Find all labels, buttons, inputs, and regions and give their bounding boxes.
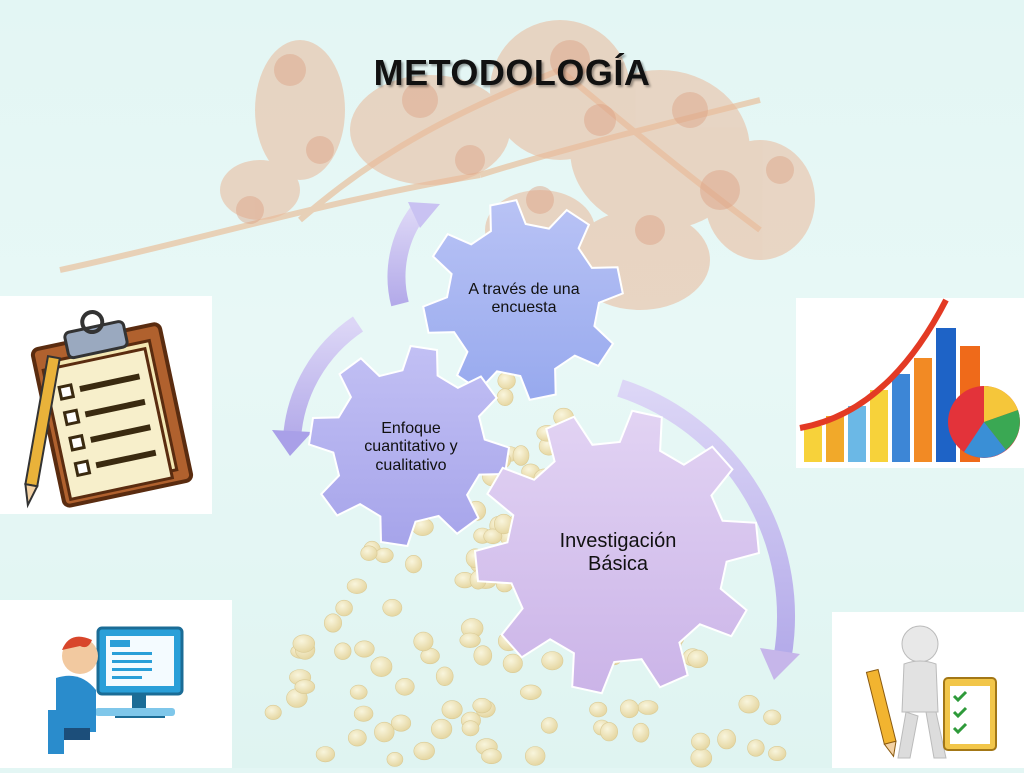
seed [768,745,787,761]
person-checklist-icon [832,612,1024,768]
seed [481,748,502,765]
seed [431,718,453,740]
seed [483,528,503,544]
seed [738,694,760,714]
seed [502,653,523,674]
quiz-computer-icon [0,600,232,768]
seed [294,679,316,695]
seed [395,677,415,696]
bar-chart-growth-icon [796,298,1024,468]
seed [435,666,454,686]
seed [390,714,412,732]
gear-top [422,199,624,401]
seed [512,445,530,466]
slide-title: METODOLOGÍA [373,52,651,93]
seed [360,545,378,561]
seed [334,642,352,660]
seed [386,752,404,767]
seed [472,697,492,714]
seed [524,746,546,766]
gear-top-label: A través de una encuesta [468,281,580,317]
cycle-arrow-top [387,202,440,307]
seed [413,631,434,652]
seed [691,732,711,751]
seed [540,717,558,734]
seed [413,741,435,761]
seed [349,684,368,700]
seed [335,599,353,617]
seed [717,729,737,750]
seed [461,720,480,737]
seed [323,613,342,633]
seed [541,651,564,671]
seed [347,729,367,747]
seed [292,634,315,653]
seed [441,700,463,720]
seed [405,554,423,574]
seed [589,701,608,718]
seed [632,722,650,743]
clipboard-checklist-icon [0,296,212,514]
seed [519,684,542,700]
seed [315,746,336,763]
seed [763,709,782,726]
seed [346,578,368,594]
seed [264,704,282,720]
seed [382,598,403,617]
cycle-arrow-left [272,316,364,456]
seed [353,705,374,722]
gear-left [307,344,511,548]
seed [354,640,375,658]
gear-bottom-label: Investigación Básica [559,530,677,575]
seed [459,632,481,648]
gear-bottom [473,409,761,695]
cycle-arrow-right [617,379,800,680]
seed [620,699,639,719]
seed [374,721,395,743]
seed [600,722,619,742]
seed [370,656,393,677]
seed [687,649,709,669]
gear-left-label: Enfoque cuantitativo y cualitativo [364,420,458,474]
seed [473,645,493,666]
seed [747,739,765,757]
